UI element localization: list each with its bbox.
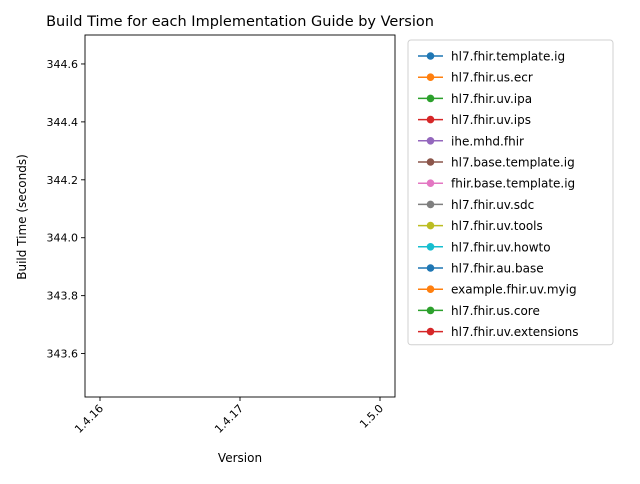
legend-item: hl7.fhir.uv.tools (418, 219, 543, 233)
y-tick-label: 344.4 (47, 116, 79, 129)
y-tick-label: 343.8 (47, 290, 79, 303)
legend-marker (426, 264, 435, 272)
legend-label: example.fhir.uv.myig (451, 283, 577, 297)
y-tick-label: 344.6 (47, 58, 79, 71)
legend-marker (426, 115, 435, 124)
legend-marker (426, 200, 435, 209)
legend-item: hl7.fhir.uv.sdc (418, 198, 534, 212)
legend-marker (426, 327, 435, 336)
legend-marker (426, 52, 435, 60)
x-tick-label: 1.4.16 (72, 402, 106, 436)
legend-label: hl7.fhir.template.ig (451, 50, 565, 64)
legend-item: hl7.fhir.uv.extensions (418, 325, 579, 339)
legend-item: hl7.fhir.uv.ipa (418, 92, 532, 106)
legend-label: hl7.fhir.uv.tools (451, 219, 543, 233)
legend-marker (426, 306, 435, 315)
legend-marker (426, 137, 435, 145)
legend-label: ihe.mhd.fhir (451, 134, 524, 148)
legend-marker (426, 179, 435, 187)
x-tick-label: 1.4.17 (212, 402, 246, 436)
legend-marker (426, 243, 435, 251)
legend-item: hl7.fhir.au.base (418, 262, 544, 276)
legend-marker (426, 94, 435, 103)
plot-area: 343.6 343.8 344.0 344.2 344.4 344.6 1.4.16 1.4.… (47, 34, 396, 436)
legend-item: hl7.fhir.uv.ips (418, 113, 531, 127)
legend-item: example.fhir.uv.myig (418, 283, 577, 297)
legend-item: hl7.fhir.template.ig (418, 50, 565, 64)
legend-marker (426, 73, 435, 81)
legend-label: hl7.fhir.uv.howto (451, 240, 551, 254)
legend-label: hl7.fhir.uv.ips (451, 113, 531, 127)
legend-label: hl7.fhir.us.ecr (451, 71, 533, 85)
legend-item: fhir.base.template.ig (418, 177, 575, 191)
y-tick-label: 343.6 (47, 348, 79, 361)
y-tick-label: 344.0 (47, 232, 79, 245)
legend-label: hl7.fhir.au.base (451, 262, 544, 276)
legend-item: ihe.mhd.fhir (418, 134, 524, 148)
plot-frame (84, 34, 396, 398)
legend-label: hl7.fhir.us.core (451, 304, 540, 318)
legend-label: hl7.fhir.uv.ipa (451, 92, 532, 106)
legend-marker (426, 158, 435, 166)
legend-label: hl7.fhir.uv.sdc (451, 198, 534, 212)
legend-item: hl7.fhir.uv.howto (418, 240, 551, 254)
x-axis-label: Version (218, 451, 262, 465)
x-tick-label: 1.5.0 (357, 402, 386, 431)
legend-marker (426, 285, 435, 294)
legend-marker (426, 221, 435, 230)
legend-label: hl7.base.template.ig (451, 156, 575, 170)
y-tick-label: 344.2 (47, 174, 79, 187)
legend-item: hl7.fhir.us.core (418, 304, 540, 318)
y-axis-label: Build Time (seconds) (15, 154, 29, 280)
legend-box (407, 39, 614, 346)
legend-label: hl7.fhir.uv.extensions (451, 325, 579, 339)
legend-label: fhir.base.template.ig (451, 177, 575, 191)
chart-title: Build Time for each Implementation Guide… (46, 14, 434, 30)
legend: hl7.fhir.template.ig hl7.fhir.us.ecr hl7.f… (407, 39, 614, 346)
legend-item: hl7.base.template.ig (418, 156, 575, 170)
legend-item: hl7.fhir.us.ecr (418, 71, 533, 85)
